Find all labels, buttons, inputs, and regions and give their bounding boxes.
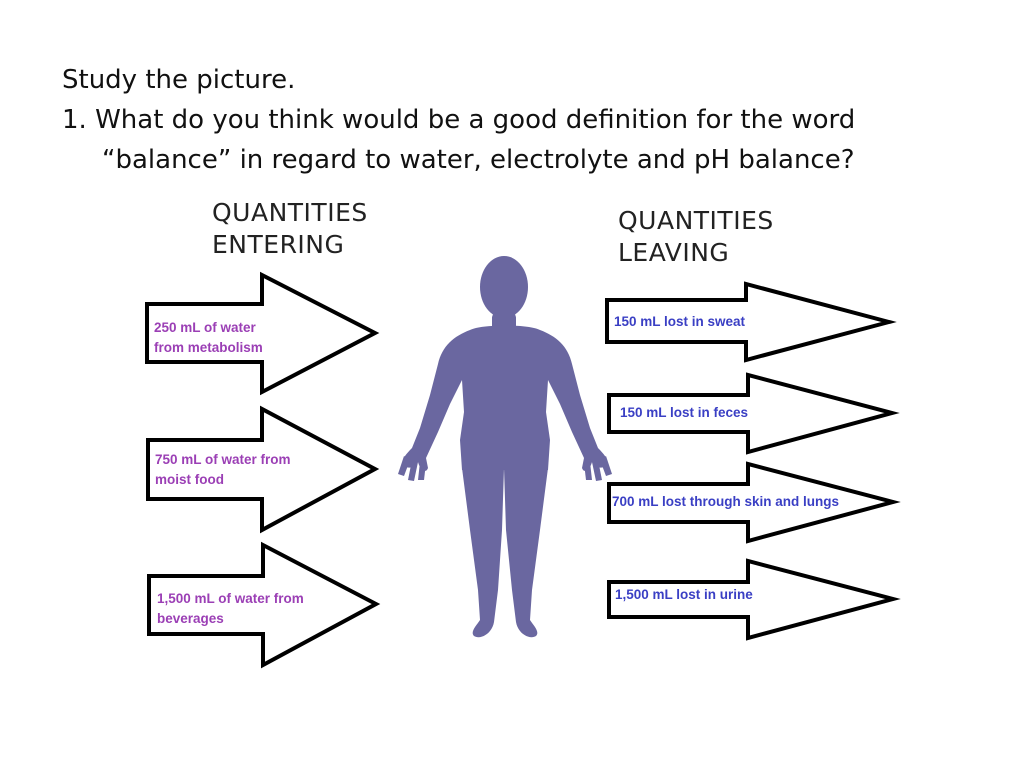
entering-label-metabolism: 250 mL of water from metabolism bbox=[154, 318, 263, 358]
leaving-arrow bbox=[607, 461, 901, 544]
entering-heading: QUANTITIES ENTERING bbox=[212, 197, 368, 261]
entering-arrow bbox=[145, 271, 380, 396]
entering-label-food: 750 mL of water from moist food bbox=[155, 450, 291, 490]
entering-label-line: 1,500 mL of water from bbox=[157, 591, 304, 606]
leaving-arrow bbox=[605, 281, 897, 363]
entering-label-line: from metabolism bbox=[154, 340, 263, 355]
leaving-label-skin-lungs: 700 mL lost through skin and lungs bbox=[612, 494, 840, 509]
human-body-icon bbox=[398, 256, 612, 638]
leaving-label-urine: 1,500 mL lost in urine bbox=[615, 587, 753, 602]
entering-label-line: 750 mL of water from bbox=[155, 452, 291, 467]
entering-heading-line1: QUANTITIES bbox=[212, 198, 368, 227]
leaving-label-feces: 150 mL lost in feces bbox=[620, 405, 749, 420]
slide-text: Study the picture. 1. What do you think … bbox=[62, 60, 972, 180]
leaving-arrow bbox=[607, 372, 900, 455]
entering-heading-line2: ENTERING bbox=[212, 230, 345, 259]
leaving-arrow bbox=[607, 558, 901, 641]
entering-label-line: beverages bbox=[157, 611, 224, 626]
leaving-heading: QUANTITIES LEAVING bbox=[618, 205, 774, 269]
entering-arrow bbox=[147, 541, 381, 669]
question-text: 1. What do you think would be a good def… bbox=[62, 105, 856, 175]
leaving-label-sweat: 150 mL lost in sweat bbox=[614, 314, 746, 329]
leaving-heading-line1: QUANTITIES bbox=[618, 206, 774, 235]
entering-label-line: 250 mL of water bbox=[154, 320, 256, 335]
entering-label-beverages: 1,500 mL of water from beverages bbox=[157, 589, 304, 629]
instruction-text: Study the picture. bbox=[62, 65, 296, 95]
leaving-heading-line2: LEAVING bbox=[618, 238, 730, 267]
entering-arrow bbox=[146, 405, 380, 534]
entering-label-line: moist food bbox=[155, 472, 224, 487]
